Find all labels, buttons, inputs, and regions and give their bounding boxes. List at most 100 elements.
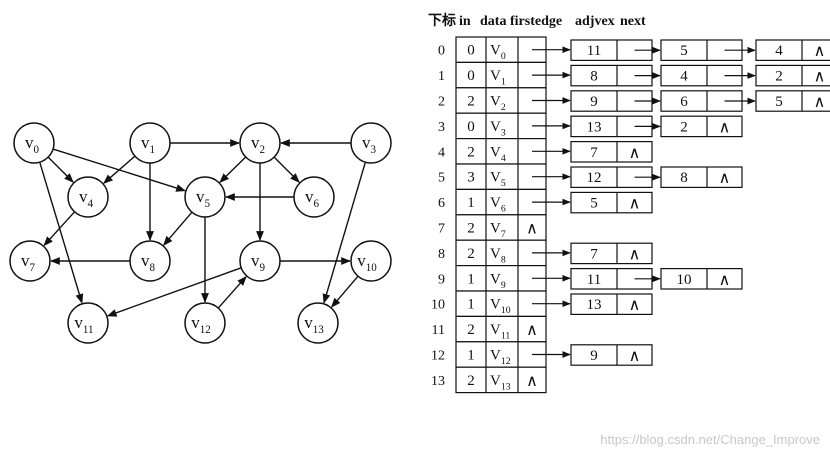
adjvex: 11 [587,43,601,59]
node-circle [184,302,226,344]
adjvex: 10 [677,272,692,288]
in-degree: 1 [467,297,475,313]
adjvex: 12 [587,170,602,186]
node-v7: v7 [9,240,51,282]
node-label: v7 [21,251,36,274]
edge-v5-v8 [163,211,193,246]
edge-node-box [570,141,653,163]
edge-node-box [755,90,830,112]
vertex-data: V0 [490,43,506,63]
edge-node: 13∧ [570,293,653,315]
edge-node: 4 [660,64,756,87]
null-pointer: ∧ [814,94,826,111]
vertex-cell [455,290,547,317]
edge-node-box [570,344,653,366]
node-label: v1 [141,133,155,156]
in-degree: 0 [467,43,475,59]
table-row: 10 1 V10 13∧ [431,290,653,317]
header-index: 下标 [428,12,456,29]
adjvex: 9 [590,94,598,110]
row-index: 10 [431,298,445,313]
edge-node: 11 [570,268,661,290]
vertex-data: V2 [490,94,506,114]
vertex-cell [455,239,547,267]
edge-node-box [660,166,743,188]
row-index: 9 [438,272,445,287]
row-index: 4 [438,145,445,160]
vertex-data: V11 [490,322,510,342]
null-pointer: ∧ [814,43,826,60]
adjvex: 8 [590,69,598,85]
edge-node: 7∧ [570,141,653,163]
edge-node: 2∧ [660,115,743,138]
edge-node-box [660,268,743,290]
node-circle [239,122,281,164]
row-index: 13 [431,374,445,389]
node-v8: v8 [129,240,171,282]
row-index: 2 [438,95,445,110]
null-pointer: ∧ [526,322,538,339]
adjvex: 2 [680,119,688,135]
edge-node: 10∧ [660,268,743,290]
null-pointer: ∧ [526,373,538,390]
node-label: v2 [251,133,265,156]
header-data: data [480,14,506,29]
vertex-data: V13 [490,373,511,393]
node-v6: v6 [293,176,335,218]
adjvex: 6 [680,94,688,110]
vertex-data: V1 [490,68,506,88]
null-pointer: ∧ [719,170,731,187]
node-v9: v9 [239,240,281,282]
adjvex: 5 [590,196,598,212]
node-label: v4 [79,187,94,210]
vertex-data: V10 [490,297,511,317]
vertex-data: V12 [490,348,511,368]
table-row: 11 2 V11 ∧ [432,315,547,343]
vertex-data: V9 [490,271,506,291]
node-label: v12 [191,313,211,336]
vertex-data: V6 [490,195,506,215]
row-index: 6 [438,196,445,211]
node-v12: v12 [184,302,226,344]
edge-node-box [570,191,653,214]
edge-v2-v5 [219,156,247,183]
node-v11: v11 [67,302,109,344]
adjvex: 4 [775,43,783,59]
in-degree: 1 [467,271,475,287]
row-index: 5 [438,171,445,186]
node-label: v13 [304,313,324,336]
node-circle [184,176,226,218]
edge-node: 13 [570,115,661,138]
edge-node-box [570,293,653,315]
edge-node-box [660,115,743,138]
null-pointer: ∧ [629,348,641,365]
in-degree: 3 [467,170,475,186]
edge-node-box [570,242,653,265]
node-circle [67,176,109,218]
node-circle [297,302,339,344]
row-index: 11 [432,323,445,338]
edge-node: 8∧ [660,166,743,188]
vertex-cell [455,138,547,165]
edge-node: 5∧ [755,90,830,112]
in-degree: 2 [467,322,475,338]
row-index: 7 [438,222,445,237]
node-v1: v1 [129,122,171,164]
node-label: v8 [141,251,156,274]
null-pointer: ∧ [629,246,641,263]
header-adjvex: adjvex [575,14,615,29]
edge-v0-v11 [39,161,84,304]
node-v4: v4 [67,176,109,218]
